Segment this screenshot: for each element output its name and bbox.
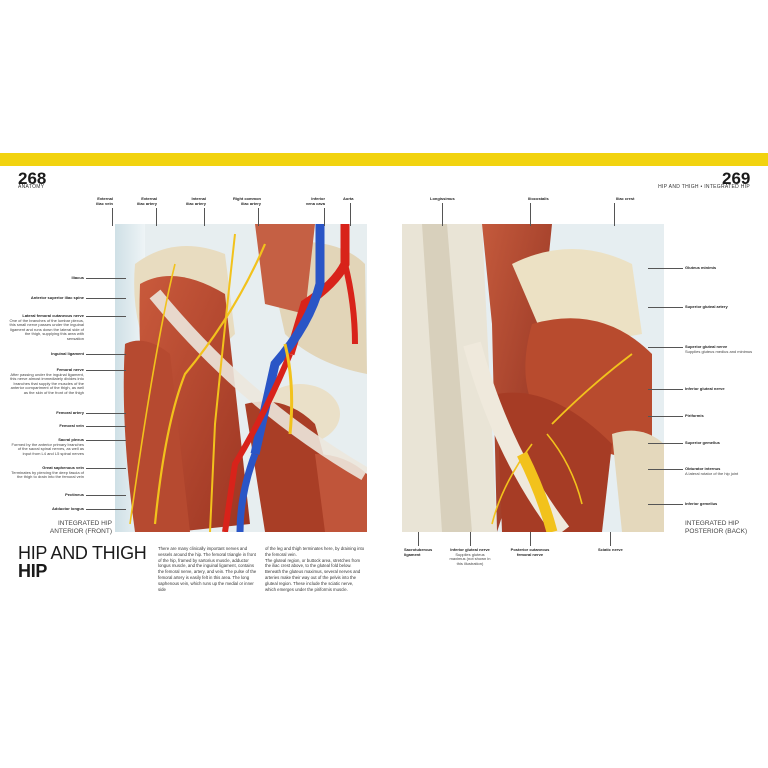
caption-line: INTEGRATED HIP bbox=[685, 520, 740, 527]
leader-line bbox=[86, 468, 126, 469]
label-posterior-cutaneous-femoral-nerve: Posterior cutaneous femoral nerve bbox=[510, 547, 550, 557]
leader-line bbox=[418, 532, 419, 546]
label-right-common-iliac-artery: Right common iliac artery bbox=[233, 196, 261, 206]
title-bold: HIP bbox=[18, 561, 48, 581]
leader-line bbox=[648, 307, 683, 308]
label-aorta: Aorta bbox=[343, 196, 354, 201]
label-piriformis: Piriformis bbox=[685, 413, 704, 418]
leader-line bbox=[86, 354, 126, 355]
leader-line bbox=[324, 208, 325, 226]
leader-line bbox=[648, 389, 683, 390]
article-column-2: of the leg and thigh terminates here, by… bbox=[265, 546, 365, 592]
label-inferior-vena-cava: Inferior vena cava bbox=[305, 196, 325, 206]
label-external-iliac-artery: External iliac artery bbox=[136, 196, 157, 206]
label-femoral-vein: Femoral vein bbox=[59, 423, 84, 428]
leader-line bbox=[156, 208, 157, 226]
leader-line bbox=[86, 495, 126, 496]
right-page-number: 269 bbox=[722, 169, 751, 188]
leader-line bbox=[530, 203, 531, 226]
leader-line bbox=[610, 532, 611, 546]
leader-line bbox=[258, 208, 259, 226]
leader-line bbox=[350, 203, 351, 226]
article-column-1: There are many clinically important nerv… bbox=[158, 546, 257, 592]
leader-line bbox=[648, 347, 683, 348]
label-sciatic-nerve: Sciatic nerve bbox=[598, 547, 623, 552]
label-iliacus: Iliacus bbox=[71, 275, 84, 280]
label-iliac-crest: Iliac crest bbox=[616, 196, 635, 201]
leader-line bbox=[530, 532, 531, 546]
leader-line bbox=[648, 416, 683, 417]
title-regular: HIP AND THIGH bbox=[18, 543, 147, 563]
leader-line bbox=[86, 278, 126, 279]
leader-line bbox=[648, 469, 683, 470]
label-gluteus-minimis: Gluteus minimis bbox=[685, 265, 717, 270]
leader-line bbox=[648, 504, 683, 505]
label-adductor-longus: Adductor longus bbox=[52, 506, 84, 511]
label-superior-gemellus: Superior gemellus bbox=[685, 440, 720, 445]
label-femoral-artery: Femoral artery bbox=[56, 410, 84, 415]
leader-line bbox=[86, 298, 126, 299]
right-running-head: HIP AND THIGH • INTEGRATED HIP bbox=[658, 184, 750, 190]
caption-line: POSTERIOR (BACK) bbox=[685, 527, 748, 535]
label-anterior-superior-iliac-spine: Anterior superior iliac spine bbox=[30, 295, 84, 300]
leader-line bbox=[648, 443, 683, 444]
leader-line bbox=[86, 509, 126, 510]
left-running-head: ANATOMY bbox=[18, 184, 45, 190]
caption-line: INTEGRATED HIP bbox=[57, 520, 112, 527]
leader-line bbox=[86, 316, 126, 317]
left-page-number: 268 bbox=[18, 169, 47, 188]
label-superior-gluteal-artery: Superior gluteal artery bbox=[685, 304, 728, 309]
label-inferior-gluteal-nerve-side: Inferior gluteal nerve bbox=[685, 386, 725, 391]
leader-line bbox=[86, 370, 126, 371]
label-inguinal-ligament: Inguinal ligament bbox=[51, 351, 84, 356]
posterior-hip-illustration bbox=[402, 224, 664, 532]
caption-line: ANTERIOR (FRONT) bbox=[49, 527, 112, 535]
label-sacrotuberous-ligament: Sacrotuberous ligament bbox=[404, 547, 433, 557]
leader-line bbox=[204, 208, 205, 226]
leader-line bbox=[442, 203, 443, 226]
label-longissimus: Longissimus bbox=[430, 196, 455, 201]
label-external-iliac-vein: External iliac vein bbox=[96, 196, 113, 206]
label-pectineus: Pectineus bbox=[65, 492, 84, 497]
header-band bbox=[0, 153, 768, 166]
leader-line bbox=[86, 440, 126, 441]
label-internal-iliac-artery: Internal iliac artery bbox=[185, 196, 206, 206]
leader-line bbox=[86, 413, 126, 414]
leader-line bbox=[86, 426, 126, 427]
leader-line bbox=[614, 203, 615, 226]
right-figure-caption: INTEGRATED HIP POSTERIOR (BACK) bbox=[685, 520, 765, 535]
leader-line bbox=[470, 532, 471, 546]
left-figure-caption: INTEGRATED HIP ANTERIOR (FRONT) bbox=[40, 520, 112, 535]
leader-line bbox=[112, 208, 113, 226]
anterior-hip-illustration bbox=[115, 224, 367, 532]
label-inferior-gemellus: Inferior gemellus bbox=[685, 501, 718, 506]
article-title: HIP AND THIGH HIP bbox=[18, 544, 158, 580]
label-iliocostalis: Iliocostalis bbox=[528, 196, 549, 201]
leader-line bbox=[648, 268, 683, 269]
